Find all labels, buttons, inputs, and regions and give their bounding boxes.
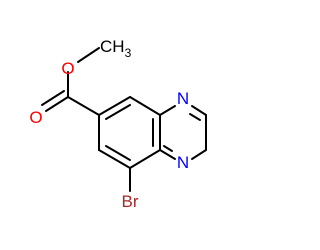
methyl-label: CH3 xyxy=(100,37,132,60)
bond-carbonyl-double-b xyxy=(41,90,65,106)
nitrogen-bottom-label: N xyxy=(177,153,189,172)
bond-pyrazine-inner-1 xyxy=(189,113,201,121)
bond-pyrazine-1 xyxy=(159,105,176,116)
bond-ester-ring xyxy=(67,96,100,116)
bonds xyxy=(41,47,207,192)
bond-pyrazine-inner-2 xyxy=(163,145,173,152)
methyl-label-text: CH xyxy=(100,37,125,56)
carbonyl-oxygen-label: O xyxy=(29,108,42,127)
bond-ring-inner-1 xyxy=(105,104,131,120)
bond-pyrazine-4 xyxy=(191,149,207,160)
bond-ring-2 xyxy=(129,96,161,116)
bond-ring-5 xyxy=(98,149,131,169)
ether-oxygen-label: O xyxy=(61,59,74,78)
bond-ring-4 xyxy=(129,149,161,169)
bond-ring-inner-3 xyxy=(105,145,131,161)
bond-pyrazine-2 xyxy=(191,105,207,116)
bond-pyrazine-5 xyxy=(159,149,176,160)
molecule-structure: CH3 O O N N Br xyxy=(29,37,207,211)
bond-ring-1 xyxy=(98,96,131,116)
bond-carbonyl-double-a xyxy=(45,96,69,112)
atom-labels: CH3 O O N N Br xyxy=(29,37,189,211)
bond-methyl-oxygen xyxy=(77,47,100,63)
bromine-label: Br xyxy=(122,192,139,211)
nitrogen-top-label: N xyxy=(177,89,189,108)
methyl-label-subscript: 3 xyxy=(125,46,132,60)
